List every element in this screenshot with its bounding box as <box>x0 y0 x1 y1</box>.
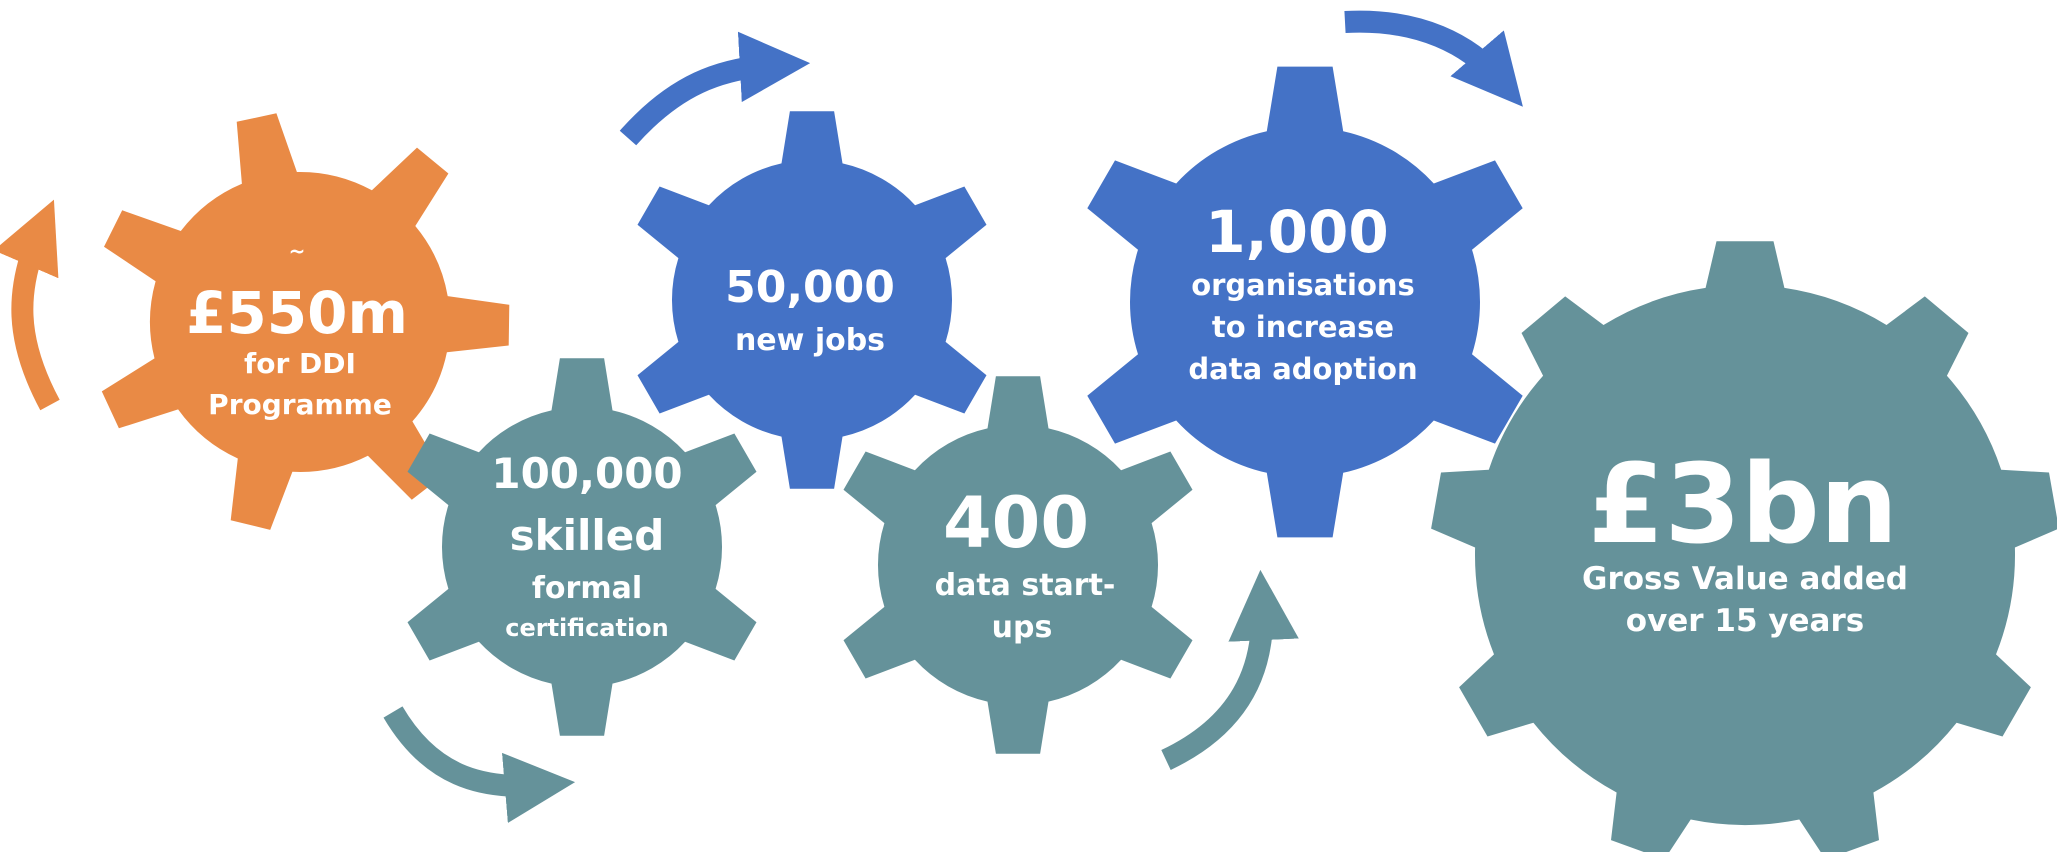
gear-gva: £3bn Gross Value added over 15 years <box>1431 241 2057 852</box>
gear-orgs-line1: organisations <box>1191 268 1415 302</box>
gear-orgs-line2: to increase <box>1212 310 1394 344</box>
gear-jobs-shape <box>637 111 987 489</box>
gear-startups: 400 data start- ups <box>843 376 1193 754</box>
gear-orgs-shape <box>1087 66 1523 538</box>
gear-skills: 100,000 skilled formal certification <box>407 358 757 736</box>
gear-orgs-line3: data adoption <box>1188 352 1417 386</box>
startups-arrow <box>1161 569 1299 770</box>
gear-orgs: 1,000 organisations to increase data ado… <box>1087 66 1523 538</box>
gear-ddi-shape <box>101 113 510 530</box>
gear-startups-line1: data start- <box>935 568 1116 603</box>
gear-ddi-line1: for DDI <box>244 347 356 380</box>
gear-ddi-value: £550m <box>186 279 408 347</box>
gear-orgs-value: 1,000 <box>1205 198 1388 266</box>
gear-ddi: ~ £550m for DDI Programme <box>101 113 510 530</box>
tilde-mark: ~ <box>289 239 306 263</box>
gear-startups-shape <box>843 376 1193 754</box>
gear-jobs-value: 50,000 <box>725 262 895 313</box>
gear-gva-value: £3bn <box>1588 440 1898 568</box>
gear-gva-shape <box>1431 241 2057 852</box>
gear-skills-line2: formal <box>532 571 642 606</box>
gear-jobs: 50,000 new jobs <box>637 111 987 489</box>
gear-gva-line2: over 15 years <box>1626 603 1864 639</box>
skills-arrow <box>383 706 576 823</box>
jobs-arrow <box>619 31 811 146</box>
orgs-arrow <box>1344 10 1523 107</box>
gear-startups-line2: ups <box>992 610 1053 645</box>
gear-ddi-line2: Programme <box>208 388 392 421</box>
ddi-arrow <box>0 199 60 411</box>
gear-skills-value: 100,000 <box>491 449 682 498</box>
gear-jobs-line1: new jobs <box>735 323 885 358</box>
gear-startups-value: 400 <box>943 482 1089 564</box>
gear-skills-line3: certification <box>505 614 669 642</box>
gear-gva-line1: Gross Value added <box>1582 561 1908 597</box>
gear-skills-line1: skilled <box>510 511 665 560</box>
gear-skills-shape <box>407 358 757 736</box>
